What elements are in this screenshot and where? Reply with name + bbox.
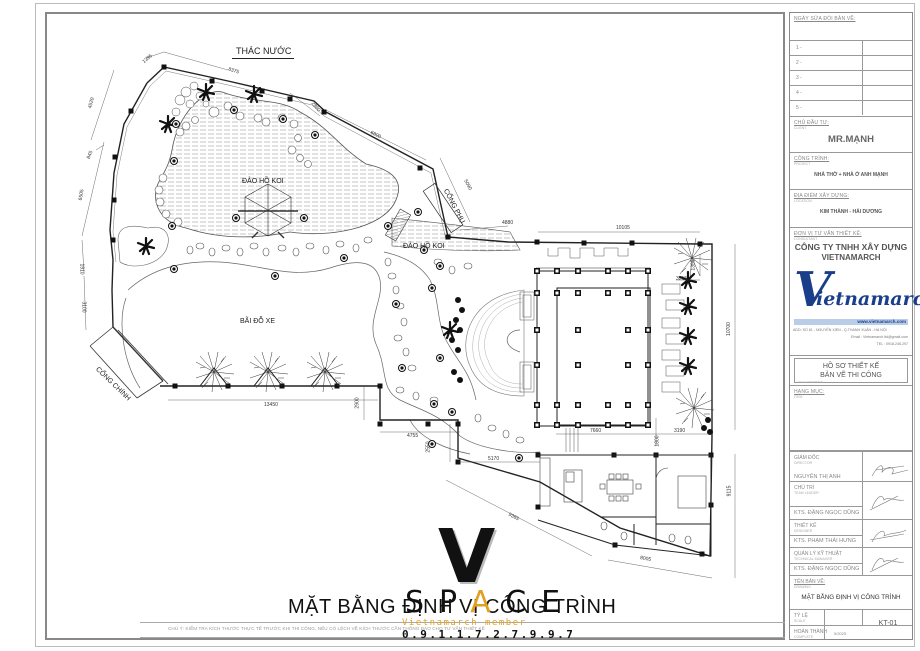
signature-icon [871,465,909,477]
garden-path-outlines [121,251,541,455]
dim-7660: 7660 [590,428,602,434]
complete-date: 5/2025 [834,631,847,636]
dim-3215: 3215 [676,276,688,282]
dim-4880: 4880 [502,220,514,226]
sheet-number-cell: KT-01 [862,609,914,639]
main-gate [89,326,169,399]
label-parking: BÃI ĐỖ XE [240,318,276,325]
house-building [537,454,712,557]
bridge [384,208,412,242]
client-section: CHỦ ĐẦU TƯ: CLIENT MR.MẠNH [790,117,912,153]
temple-building [536,267,651,427]
revisions-label: NGÀY SỬA ĐỔI BẢN VẼ: [794,16,856,22]
title-block: NGÀY SỬA ĐỔI BẢN VẼ: 1 - 2 - 3 - 4 - 5 -… [789,12,920,640]
company-email: Email : Vietnamarch.ltd@gmail.com [851,335,908,339]
revision-row: 4 - [790,85,912,100]
signature-icon [869,529,907,543]
dim-2550: 2550 [425,441,432,453]
scale-row: TỶ LỆ SCALE [790,609,912,625]
sheet-outer-border [35,3,915,647]
sheet-number: KT-01 [878,620,898,627]
dim-1910: 1910 [78,263,85,275]
dimension-lines [81,51,736,579]
signatory-director: GIÁM ĐỐC DIRECTOR NGUYỄN THỊ ANH [790,451,912,481]
watermark-phone: 0.9.1.1.7.2.7.9.9.7 [402,628,576,641]
label-koi-island-2: ĐẢO HỒ KOI [403,243,445,250]
label-waterfall: THÁC NƯỚC [236,46,292,56]
location-name: KIM THÀNH - HẢI DƯƠNG [819,209,883,215]
logo-wordmark: ietnamarch [816,288,920,310]
gazebo [238,183,298,239]
dim-10105: 10105 [616,225,630,231]
drawing-title: MẶT BẰNG ĐỊNH VỊ CÔNG TRÌNH [288,596,617,618]
client-label: CHỦ ĐẦU TƯ: [794,120,829,126]
dim-10700: 10700 [725,322,732,336]
signature-icon [869,495,905,511]
consultant-section: ĐƠN VỊ TƯ VẤN THIẾT KẾ: CONSULTANT CÔNG … [790,228,920,356]
dim-9115: 9115 [726,485,733,497]
watermark-space: SPACE [405,585,576,620]
company-name-line1: CÔNG TY TNHH XÂY DỰNG [794,242,908,252]
temple-side-palms [678,270,698,376]
signature-icon [869,557,905,573]
signatory-technical-manager: QUẢN LÝ KỸ THUẬT TECHNICAL MANAGER KTS. … [790,547,912,575]
drawing-note: CHÚ Ý: KIỂM TRA KÍCH THƯỚC THỰC TẾ TRƯỚC… [168,626,485,631]
consultant-label: ĐƠN VỊ TƯ VẤN THIẾT KẾ: [794,231,862,237]
dim-1395b: 1395 [690,259,697,271]
signatory-name: KTS. ĐẶNG NGỌC DŨNG [794,566,860,572]
note-rule [140,637,785,638]
logo-initial: V [794,262,832,318]
signatory-name: NGUYỄN THỊ ANH [794,474,841,480]
drawing-name: MẶT BẰNG ĐỊNH VỊ CÔNG TRÌNH [801,594,901,601]
company-website: www.vietnamarch.com [857,319,906,324]
client-name: MR.MẠNH [828,134,874,145]
dim-1800: 1800 [654,435,661,447]
item-label: HẠNG MỤC: [794,389,825,395]
revision-row: 3 - [790,70,912,85]
company-address: ADD: SỐ 61 - NGUYỄN XIỂN - Q.THANH XUÂN … [793,328,887,332]
title-rule [140,622,785,623]
dim-3190: 3190 [674,428,686,434]
website-bar: www.vietnamarch.com [794,319,908,325]
revisions-section: NGÀY SỬA ĐỔI BẢN VẼ: 1 - 2 - 3 - 4 - 5 - [790,13,912,117]
signatory-designer: THIẾT KẾ DESIGNER KTS. PHẠM THÁI HƯNG [790,519,912,547]
signatory-name: KTS. ĐẶNG NGỌC DŨNG [794,510,860,516]
drawing-name-section: TÊN BẢN VẼ: DRAWING MẶT BẰNG ĐỊNH VỊ CÔN… [790,575,912,609]
company-logo: V ietnamarch [792,262,920,318]
location-label: ĐỊA ĐIỂM XÂY DỰNG: [794,193,850,199]
revision-row: 2 - [790,55,912,70]
side-gate [422,182,464,234]
revision-row: 1 - [790,40,912,55]
watermark-v-logo: V [438,514,496,600]
project-section: CÔNG TRÌNH: PROJECT NHÀ THỜ + NHÀ Ở ANH … [790,153,912,190]
house-furniture [563,467,707,545]
project-label: CÔNG TRÌNH: [794,156,830,162]
stage-line2: BẢN VẼ THI CÔNG [820,372,882,379]
signatory-name: KTS. PHẠM THÁI HƯNG [794,538,857,544]
koi-pond [155,91,399,238]
dim-13450: 13450 [264,402,278,408]
dim-2900: 2900 [354,397,361,409]
dim-5170: 5170 [488,456,500,462]
item-section: HẠNG MỤC: ITEM [790,386,912,451]
label-koi-island: ĐẢO HỒ KOI [242,178,284,185]
revision-row: 5 - [790,100,912,115]
dim-4755: 4755 [407,433,419,439]
project-name: NHÀ THỜ + NHÀ Ở ANH MẠNH [814,172,888,178]
waterfall-label-underline [232,58,294,59]
signatory-team-leader: CHỦ TRÌ TEAM LEADER KTS. ĐẶNG NGỌC DŨNG [790,481,912,519]
drawing-frame [45,12,785,640]
shrub-cluster [449,297,465,383]
company-tel: TEL : 0918.246.297 [876,342,908,346]
location-section: ĐỊA ĐIỂM XÂY DỰNG: LOCATION KIM THÀNH - … [790,190,912,228]
complete-row: HOÀN THÀNH COMPLETE 5/2025 [790,625,912,639]
stage-section: HỒ SƠ THIẾT KẾ BẢN VẼ THI CÔNG LOCAL DRA… [790,356,912,386]
watermark-member: Vietnamarch member [402,618,527,628]
dim-3100: 3100 [80,301,87,313]
temple-columns [534,268,651,428]
company-name-line2: VIETNAMARCH [821,253,881,262]
stage-line1: HỒ SƠ THIẾT KẾ [822,363,880,370]
